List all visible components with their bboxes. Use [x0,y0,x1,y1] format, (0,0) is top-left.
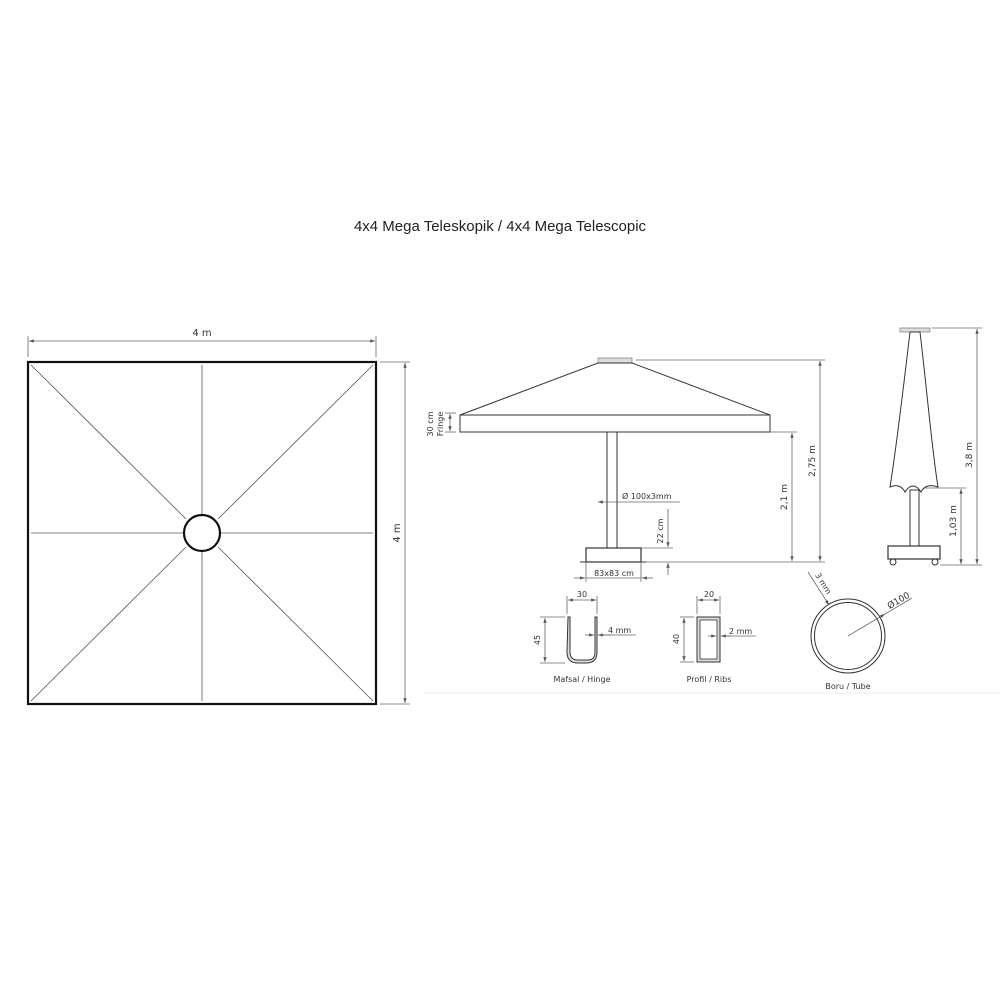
canopy-outline [26,360,378,706]
clearance-label: 2,1 m [780,484,790,510]
height-label: 4 m [392,523,403,542]
rib-width-label: 20 [704,590,714,599]
tube-inner [814,602,882,670]
hinge-height-label: 45 [533,635,542,645]
top-view: 4 m 4 m [26,328,410,706]
pole-label: Ø 100x3mm [622,491,672,501]
rib-detail: 20 40 2 mm Profil / Ribs [672,590,756,684]
tube-detail: Ø100 3 mm Boru / Tube [807,571,912,691]
canopy-ribs [30,364,374,702]
page-title: 4x4 Mega Teleskopik / 4x4 Mega Telescopi… [353,218,647,235]
fringe-word: Fringe [436,412,445,437]
base-size-label: 83x83 cm [594,569,634,578]
tube-thickness-label: 3 mm [813,571,833,596]
hinge-thickness-label: 4 mm [608,626,631,635]
total-height-label: 2,75 m [808,445,818,477]
closed-canopy [889,331,939,494]
canopy-roof [459,362,771,416]
closed-pole [909,489,920,547]
closed-finial [899,327,931,333]
lower-height-label: 1,03 m [949,505,959,537]
base [585,547,642,563]
closed-view: 3,8 m 1,03 m [887,327,982,566]
rib-caption: Profil / Ribs [687,675,732,684]
closed-base [887,545,941,560]
fringe-label: 30 cm [426,411,435,436]
rib-thickness-label: 2 mm [729,627,752,636]
rib-height-label: 40 [672,634,681,644]
canopy-fringe [459,414,771,433]
hinge-profile [566,616,598,664]
hinge-caption: Mafsal / Hinge [553,675,610,684]
closed-height-label: 3,8 m [965,442,975,468]
tube-caption: Boru / Tube [825,682,870,691]
finial [597,357,633,364]
base-height-label: 22 cm [656,518,665,543]
center-hub [182,513,222,553]
hinge-detail: 30 45 4 mm Mafsal / Hinge [533,590,636,684]
hinge-width-label: 30 [577,590,587,599]
width-label: 4 m [192,328,211,339]
rib-profile-inner [699,619,718,660]
tube-diameter-label: Ø100 [885,590,912,612]
side-view: 30 cm Fringe 2,75 m 2,1 m Ø 100x3mm 22 c… [426,357,825,582]
pole [606,431,618,549]
